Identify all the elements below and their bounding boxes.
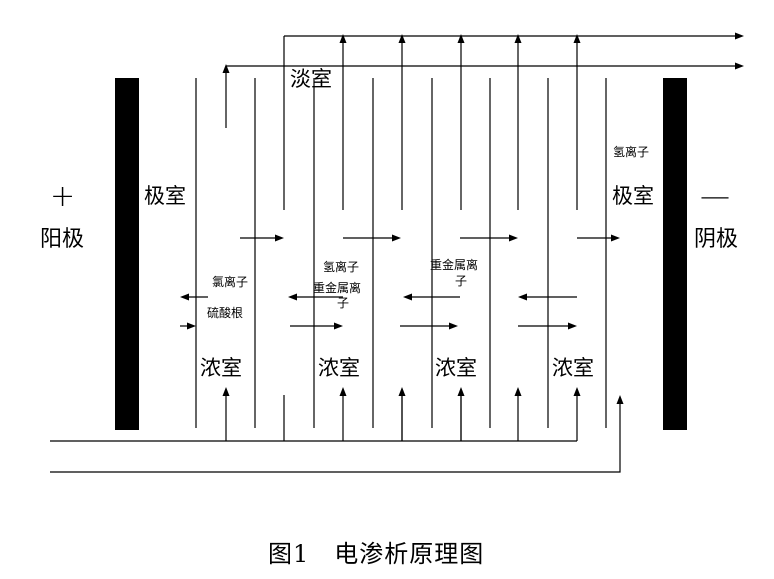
flow-arrow-head [616,395,624,404]
flow-arrow-head [339,34,347,43]
flow-arrow-head [339,387,347,396]
ion-heavy-metal-label: 子 [337,296,349,310]
ion-arrow-head [568,322,577,330]
flow-arrow-head [573,34,581,43]
ion-arrow-head [275,234,284,242]
anode-electrode [115,78,139,430]
ion-arrows [180,234,620,330]
ion-arrow-head [187,322,196,330]
cathode-electrode [663,78,687,430]
ion-hydrogen-label: 氢离子 [323,259,359,274]
flow-lines [50,32,744,473]
cathode-minus-sign: — [700,179,730,214]
ion-arrow-head [180,293,189,301]
ion-arrow-head [288,293,297,301]
conc-room-label: 浓室 [318,356,360,380]
ion-arrow-head [518,293,527,301]
flow-arrow-head [514,387,522,396]
ion-arrow-head [392,234,401,242]
ion-chloride-label: 氯离子 [212,274,248,289]
flow-arrow-head [398,387,406,396]
electrode-room-left-label: 极室 [144,184,186,208]
flow-arrow-head [222,64,230,73]
flow-arrow-head [457,387,465,396]
flow-arrow-head [514,34,522,43]
ion-arrow-head [611,234,620,242]
ion-arrow-head [449,322,458,330]
flow-arrow-head [573,387,581,396]
electrode-inlet-line [50,403,621,473]
ion-sulfate-label: 硫酸根 [207,305,243,320]
ion-heavy-metal-label: 子 [455,274,467,288]
flow-arrow-head [398,34,406,43]
ion-arrow-head [509,234,518,242]
ion-heavy-metal-label: 重金属离 [430,257,478,272]
ion-arrow-head [403,293,412,301]
cathode-label: 阴极 [694,227,738,252]
ion-arrow-head [334,322,343,330]
anode-label: 阳极 [40,227,84,252]
dilute-room-label: 淡室 [290,67,332,91]
flow-arrow-head [222,387,230,396]
ion-heavy-metal-label: 重金属离 [313,280,361,295]
membranes [195,78,607,428]
ion-hydrogen-label: 氢离子 [613,144,649,159]
flow-arrow-head [457,34,465,43]
conc-room-label: 浓室 [435,356,477,380]
electrode-room-right-label: 极室 [612,184,654,208]
flow-arrow-head [735,62,744,70]
flow-arrow-head [735,32,744,40]
anode-plus-sign: + [50,179,75,214]
conc-room-label: 浓室 [200,356,242,380]
conc-room-label: 浓室 [552,356,594,380]
figure-caption: 图1 电渗析原理图 [268,540,484,568]
